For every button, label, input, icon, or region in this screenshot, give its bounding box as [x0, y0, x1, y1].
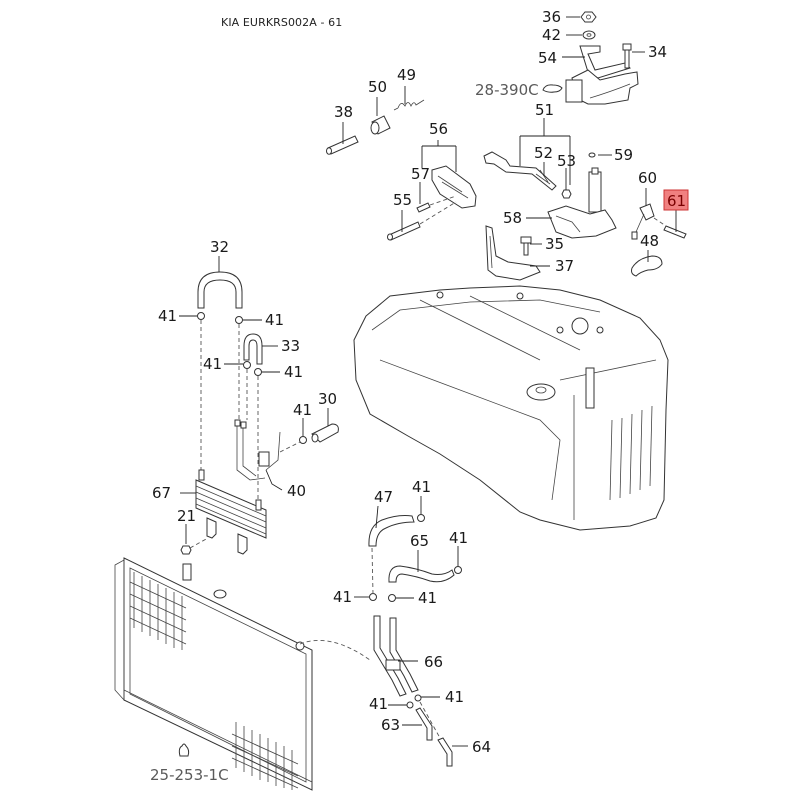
ref-25-253-1c-pointer-icon[interactable] — [178, 743, 190, 757]
part-56-bracket[interactable] — [431, 165, 477, 209]
callout-42[interactable]: 42 — [542, 26, 561, 44]
part-54-bracket[interactable] — [565, 45, 639, 105]
callout-41-h[interactable]: 41 — [333, 588, 352, 606]
callout-60[interactable]: 60 — [638, 169, 657, 187]
part-41-clamp-c[interactable] — [243, 361, 251, 369]
part-60-detent-lever[interactable] — [631, 203, 655, 240]
callout-32[interactable]: 32 — [210, 238, 229, 256]
part-55-shaft[interactable] — [387, 221, 421, 241]
part-37-plate[interactable] — [485, 225, 541, 281]
part-40-pipe-assembly[interactable] — [234, 419, 281, 481]
part-41-clamp-j[interactable] — [406, 701, 414, 709]
callout-41-k[interactable]: 41 — [445, 688, 464, 706]
callout-41-b[interactable]: 41 — [265, 311, 284, 329]
callout-61[interactable]: 61 — [667, 192, 686, 210]
callout-35[interactable]: 35 — [545, 235, 564, 253]
part-41-clamp-k[interactable] — [414, 694, 422, 702]
part-65-hose[interactable] — [388, 565, 455, 583]
callout-33[interactable]: 33 — [281, 337, 300, 355]
transaxle-housing[interactable] — [353, 285, 669, 531]
part-47-hose[interactable] — [368, 515, 415, 547]
part-41-clamp-b[interactable] — [235, 316, 243, 324]
part-59-seal-ring[interactable] — [588, 152, 596, 158]
part-66-pipe-assembly[interactable] — [373, 615, 419, 697]
callout-41-i[interactable]: 41 — [418, 589, 437, 607]
callout-50[interactable]: 50 — [368, 78, 387, 96]
callout-41-g[interactable]: 41 — [449, 529, 468, 547]
callout-54[interactable]: 54 — [538, 49, 557, 67]
callout-41-c[interactable]: 41 — [203, 355, 222, 373]
part-48-hose[interactable] — [631, 255, 663, 277]
leader-lines — [179, 16, 677, 747]
callout-41-d[interactable]: 41 — [284, 363, 303, 381]
part-41-clamp-h[interactable] — [369, 593, 377, 601]
callout-51[interactable]: 51 — [535, 101, 554, 119]
part-35-bolt[interactable] — [520, 236, 532, 256]
callout-41-f[interactable]: 41 — [412, 478, 431, 496]
callout-40[interactable]: 40 — [287, 482, 306, 500]
part-64-hose[interactable] — [437, 737, 453, 767]
part-41-clamp-a[interactable] — [197, 312, 205, 320]
part-41-clamp-g[interactable] — [454, 566, 462, 574]
callout-34[interactable]: 34 — [648, 43, 667, 61]
part-50-bushing[interactable] — [370, 115, 391, 135]
callout-41-a[interactable]: 41 — [158, 307, 177, 325]
callout-38[interactable]: 38 — [334, 103, 353, 121]
diagram-title: KIA EURKRS002A - 61 — [221, 16, 343, 29]
radiator-fins-bottom — [231, 722, 299, 790]
part-58-manual-shaft[interactable] — [547, 167, 617, 239]
part-42-washer[interactable] — [582, 30, 596, 40]
part-30-connector[interactable] — [311, 423, 339, 443]
callout-30[interactable]: 30 — [318, 390, 337, 408]
callout-48[interactable]: 48 — [640, 232, 659, 250]
callout-58[interactable]: 58 — [503, 209, 522, 227]
callout-52[interactable]: 52 — [534, 144, 553, 162]
callout-61-highlight[interactable]: 61 — [663, 189, 689, 211]
callout-41-e[interactable]: 41 — [293, 401, 312, 419]
part-38-pin[interactable] — [326, 135, 359, 155]
highlight-box — [663, 189, 689, 211]
part-33-hose[interactable] — [243, 333, 263, 365]
callout-21[interactable]: 21 — [177, 507, 196, 525]
callout-57[interactable]: 57 — [411, 165, 430, 183]
callout-67[interactable]: 67 — [152, 484, 171, 502]
part-21-bolt[interactable] — [180, 537, 209, 555]
part-53-nut[interactable] — [561, 189, 572, 199]
ref-28-390c-pointer-icon[interactable] — [542, 84, 563, 93]
part-67-oil-cooler[interactable] — [195, 469, 267, 555]
part-41-clamp-i[interactable] — [388, 594, 396, 602]
callout-64[interactable]: 64 — [472, 738, 491, 756]
callout-37[interactable]: 37 — [555, 257, 574, 275]
part-57-pin[interactable] — [416, 202, 431, 213]
part-51-shift-lever[interactable] — [483, 151, 557, 191]
callout-56[interactable]: 56 — [429, 120, 448, 138]
part-32-hose[interactable] — [197, 271, 243, 309]
callout-49[interactable]: 49 — [397, 66, 416, 84]
part-41-clamp-d[interactable] — [254, 368, 262, 376]
radiator-assembly[interactable] — [114, 557, 313, 791]
callout-55[interactable]: 55 — [393, 191, 412, 209]
callout-36[interactable]: 36 — [542, 8, 561, 26]
part-41-clamp-e[interactable] — [299, 436, 307, 444]
part-41-clamp-f[interactable] — [417, 514, 425, 522]
ref-label-28-390c[interactable]: 28-390C — [475, 81, 539, 99]
callout-63[interactable]: 63 — [381, 716, 400, 734]
part-49-spring[interactable] — [393, 99, 425, 111]
part-61-pin[interactable] — [653, 217, 687, 239]
ref-label-25-253-1c[interactable]: 25-253-1C — [150, 766, 229, 784]
callout-59[interactable]: 59 — [614, 146, 633, 164]
callout-41-j[interactable]: 41 — [369, 695, 388, 713]
callout-53[interactable]: 53 — [557, 152, 576, 170]
radiator-fins-top — [129, 572, 187, 650]
part-34-bolt[interactable] — [622, 43, 632, 69]
part-36-nut[interactable] — [580, 11, 597, 23]
callout-65[interactable]: 65 — [410, 532, 429, 550]
part-63-hose[interactable] — [415, 707, 433, 741]
callout-66[interactable]: 66 — [424, 653, 443, 671]
callout-47[interactable]: 47 — [374, 488, 393, 506]
